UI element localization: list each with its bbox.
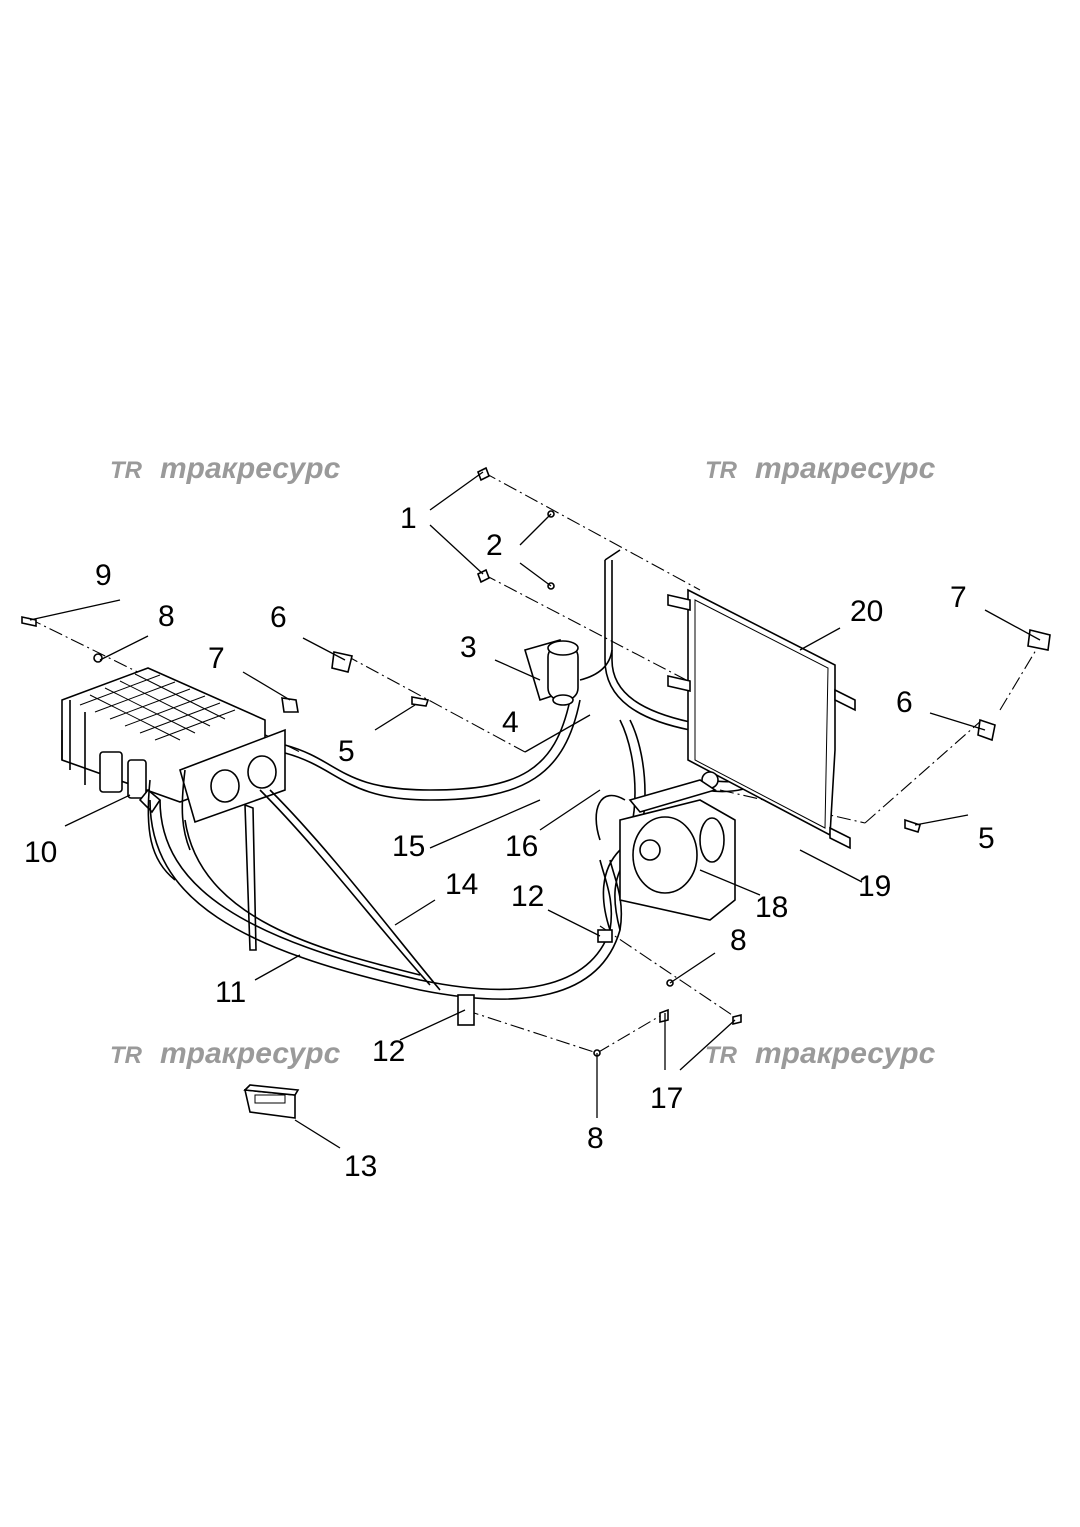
callout-8: 8 [587,1122,604,1155]
watermark-text: тракресурс [755,1037,936,1070]
callout-11: 11 [215,976,246,1009]
callout-8: 8 [730,924,747,957]
callout-7: 7 [950,581,967,614]
hvac-evaporator-unit [61,667,286,951]
callout-7: 7 [208,642,225,675]
callout-20: 20 [850,595,883,628]
hose-clamp [457,994,475,1026]
callout-14: 14 [445,868,478,901]
callout-8: 8 [158,600,175,633]
callout-labels: 1 2 3 4 5 5 6 6 7 7 8 8 8 9 10 11 12 12 … [24,502,995,1183]
leader-lines [29,471,1041,1149]
callout-12: 12 [511,880,544,913]
receiver-drier [524,638,579,706]
callout-3: 3 [460,631,477,664]
watermark-top-left: TR тракресурс [110,452,341,485]
callout-15: 15 [392,830,425,863]
watermark-logo: TR [110,457,143,484]
compressor [619,771,736,921]
watermark-text: тракресурс [160,452,341,485]
watermark-logo: TR [110,1042,143,1069]
watermark-top-right: TR тракресурс [705,452,936,485]
callout-16: 16 [505,830,538,863]
callout-10: 10 [24,836,57,869]
callout-1: 1 [400,502,417,535]
watermark-logo: TR [705,1042,738,1069]
callout-4: 4 [502,706,519,739]
hose-clamp [597,929,613,943]
watermark-logo: TR [705,457,738,484]
condenser [667,588,856,850]
fasteners [21,466,1051,1057]
callout-17: 17 [650,1082,683,1115]
callout-19: 19 [858,870,891,903]
watermark-text: тракресурс [160,1037,341,1070]
callout-5: 5 [338,735,355,768]
callout-13: 13 [344,1150,377,1183]
callout-9: 9 [95,559,112,592]
watermark-text: тракресурс [755,452,936,485]
callout-6: 6 [896,686,913,719]
callout-2: 2 [486,529,503,562]
control-panel [243,1084,300,1119]
watermark-bottom-right: TR тракресурс [705,1037,936,1070]
callout-18: 18 [755,891,788,924]
watermark-bottom-left: TR тракресурс [110,1037,341,1070]
callout-12: 12 [372,1035,405,1068]
callout-5: 5 [978,822,995,855]
callout-6: 6 [270,601,287,634]
